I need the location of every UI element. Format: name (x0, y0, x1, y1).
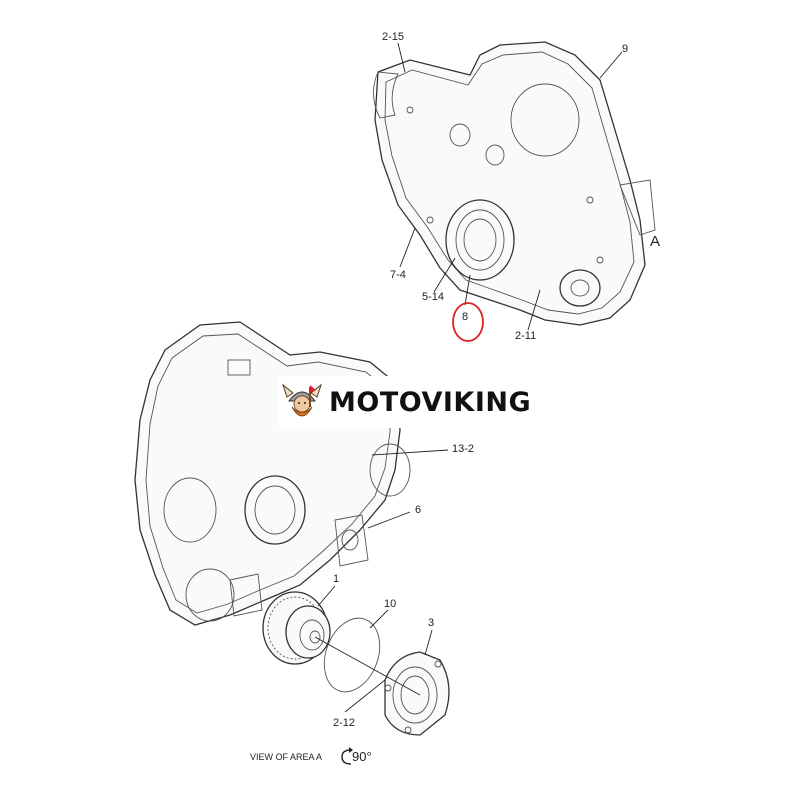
rotation-angle: 90° (352, 749, 372, 764)
shaft-centerline (314, 636, 421, 696)
watermark-banner: MOTOVIKING (277, 376, 535, 428)
callout-3: 3 (428, 617, 434, 629)
callout-13-2: 13-2 (452, 443, 474, 455)
lower-leaders (317, 449, 449, 713)
watermark-text: MOTOVIKING (329, 386, 532, 418)
callout-9: 9 (622, 43, 628, 55)
callout-2-11: 2-11 (515, 330, 536, 342)
timing-gear-housing (134, 321, 411, 626)
callout-7-4: 7-4 (390, 269, 406, 281)
o-ring (323, 617, 381, 693)
callout-2-12: 2-12 (333, 717, 355, 729)
callout-8: 8 (462, 311, 468, 323)
front-cover (373, 41, 656, 326)
callout-A: A (650, 233, 660, 250)
viking-mascot-icon (281, 383, 323, 417)
callout-labels: 2-15 9 A 7-4 5-14 8 2-11 13-2 6 1 10 3 2… (333, 31, 660, 729)
crankshaft-gear (262, 591, 331, 665)
highlight-circle (452, 302, 484, 342)
rotate-arrow-icon (341, 747, 353, 765)
callout-5-14: 5-14 (422, 291, 444, 303)
callout-2-15: 2-15 (382, 31, 404, 43)
upper-leaders (397, 42, 623, 331)
callout-1: 1 (333, 573, 339, 585)
callout-10: 10 (384, 598, 396, 610)
view-label: VIEW OF AREA A (250, 752, 323, 762)
callout-6: 6 (415, 504, 421, 516)
